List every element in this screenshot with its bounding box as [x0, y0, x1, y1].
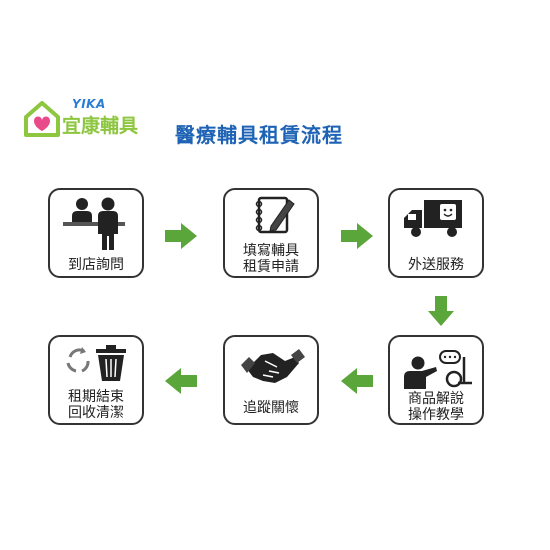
arrow-left-icon [341, 368, 373, 394]
house-heart-icon [24, 101, 60, 137]
handshake-icon [241, 349, 305, 383]
page-title: 醫療輔具租賃流程 [175, 123, 343, 147]
step-store-inquiry: 到店詢問 [48, 188, 144, 278]
step-label: 租賃申請 [243, 259, 299, 275]
step-label: 填寫輔具 [243, 243, 299, 259]
step-product-explanation: 商品解說 操作教學 [388, 335, 484, 425]
step-label: 操作教學 [408, 407, 464, 423]
arrow-down-icon [428, 296, 454, 326]
arrow-right-icon [341, 223, 373, 249]
step-label: 商品解說 [408, 391, 464, 407]
teaching-icon [404, 350, 472, 389]
step-rental-end: 租期結束 回收清潔 [48, 335, 144, 425]
step-follow-up: 追蹤關懷 [223, 335, 319, 425]
recycle-bin-icon [66, 345, 126, 381]
step-label: 租期結束 [68, 389, 124, 405]
step-label: 回收清潔 [68, 405, 124, 421]
step-delivery: 外送服務 [388, 188, 484, 278]
arrow-right-icon [165, 223, 197, 249]
notebook-pencil-icon [255, 196, 295, 234]
step-label: 到店詢問 [68, 257, 124, 273]
logo-brand: YIKA [72, 97, 106, 111]
step-label: 外送服務 [408, 257, 464, 273]
store-counter-icon [63, 197, 125, 250]
logo-name: 宜康輔具 [62, 115, 139, 137]
step-label: 追蹤關懷 [243, 400, 299, 416]
arrow-left-icon [165, 368, 197, 394]
delivery-truck-icon [404, 200, 462, 237]
logo: YIKA 宜康輔具 [20, 97, 150, 139]
step-fill-application: 填寫輔具 租賃申請 [223, 188, 319, 278]
